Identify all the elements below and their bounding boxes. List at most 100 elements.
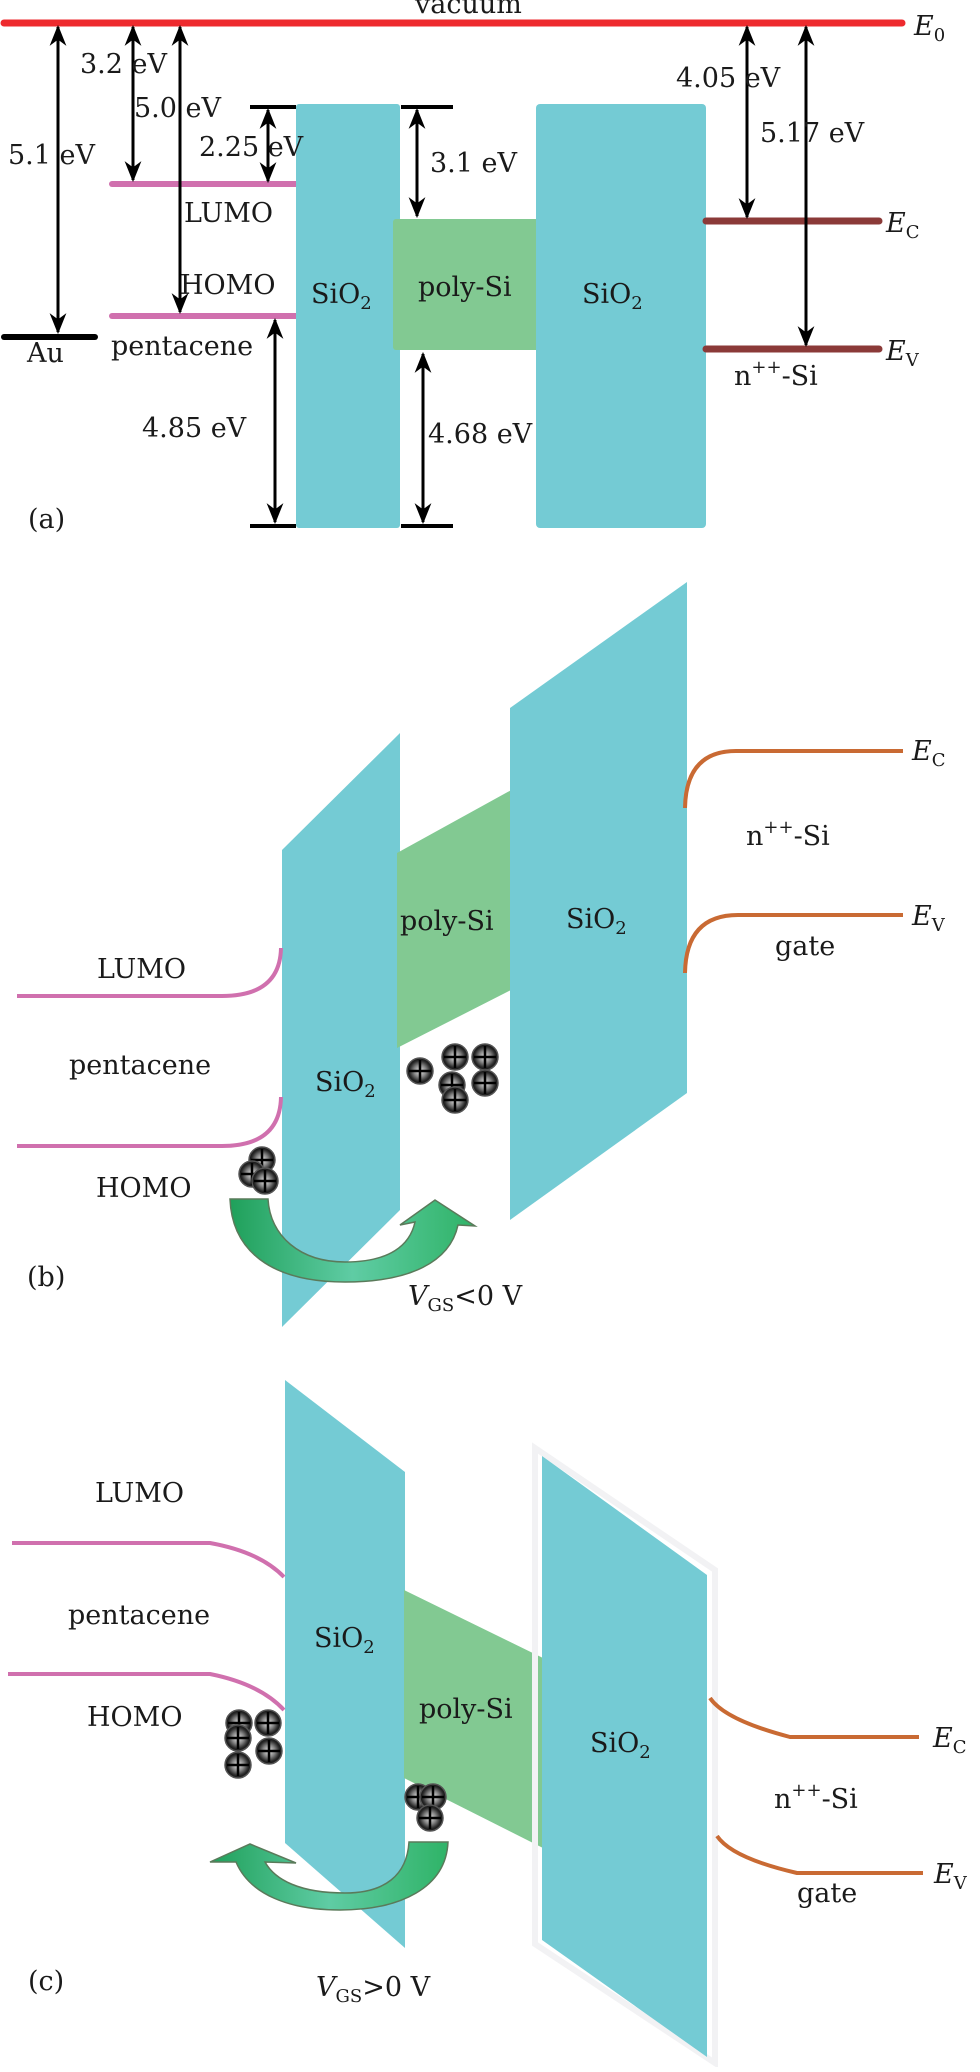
sio2-right-label-a: SiO2: [582, 279, 643, 314]
poly-si-block-b: [397, 788, 515, 1048]
sio2-left-label-c-main: SiO: [314, 1623, 363, 1654]
poly-si-label-a: poly-Si: [418, 272, 512, 303]
hole-charge-icon: [224, 1724, 252, 1752]
hole-charge-icon: [441, 1043, 469, 1071]
hole-cluster-poly-si-b: [406, 1043, 499, 1114]
sio2-right-label-a-sub: 2: [631, 293, 642, 314]
hole-charge-icon: [416, 1804, 444, 1832]
lumo-label-b: LUMO: [97, 954, 186, 985]
poly-si-block-c: [404, 1590, 543, 1848]
panel-a: vacuum E0 Au 5.1 eV LUMO HOMO pentacene …: [0, 0, 945, 535]
hole-charge-icon: [441, 1086, 469, 1114]
ec-label-c: EC: [932, 1723, 967, 1758]
sio2-left-label-a: SiO2: [311, 279, 372, 314]
n-si-label-b-sup: ++: [763, 817, 793, 838]
bias-label-b-rest: <0 V: [454, 1281, 522, 1312]
sio2-right-label-b-sub: 2: [615, 918, 626, 939]
ec-label-a-sub: C: [906, 222, 920, 243]
ec-label-b: EC: [911, 736, 946, 771]
hole-cluster-pentacene-b: [238, 1146, 279, 1195]
pentacene-homo-curve-c: [8, 1672, 286, 1712]
lumo-label-c: LUMO: [95, 1478, 184, 1509]
n-si-label-a-sup: ++: [751, 357, 781, 378]
label-poly-si-bottom: 4.68 eV: [428, 419, 533, 450]
poly-si-label-c: poly-Si: [419, 1694, 513, 1725]
ec-label-b-main: E: [911, 736, 932, 767]
bias-label-b-sub: GS: [428, 1295, 455, 1316]
sio2-left-block-a: [296, 104, 400, 528]
panel-a-tag: (a): [28, 504, 65, 535]
sio2-left-label-c-sub: 2: [363, 1637, 374, 1658]
hole-charge-icon: [251, 1167, 279, 1195]
ec-label-a: EC: [885, 208, 920, 243]
label-si-valence: 5.17 eV: [760, 118, 865, 149]
bias-label-b-main: V: [408, 1281, 430, 1312]
pentacene-homo-curve-b: [17, 1096, 283, 1148]
label-pentacene-lumo: 3.2 eV: [80, 49, 168, 80]
sio2-right-block-b: [510, 582, 687, 1220]
pentacene-label-c: pentacene: [68, 1600, 210, 1631]
n-si-label-a-main: n: [734, 361, 751, 392]
label-sio2-barrier-lumo: 2.25 eV: [199, 132, 304, 163]
n-si-label-b: n++-Si: [746, 817, 830, 852]
ec-label-c-main: E: [932, 1723, 953, 1754]
au-label: Au: [26, 338, 64, 369]
hole-charge-icon: [406, 1057, 434, 1085]
n-si-label-b-rest: -Si: [794, 821, 831, 852]
hole-charge-icon: [471, 1069, 499, 1097]
label-pentacene-homo: 5.0 eV: [134, 93, 222, 124]
label-au-workfunction: 5.1 eV: [8, 140, 96, 171]
homo-label-c: HOMO: [87, 1702, 182, 1733]
sio2-right-block-a: [536, 104, 706, 528]
ev-label-b: EV: [911, 901, 946, 936]
hole-cluster-pentacene-c: [224, 1709, 283, 1779]
e0-label: E0: [913, 11, 945, 46]
charge-transfer-arrow-b: [229, 1198, 478, 1283]
pentacene-lumo-curve-c: [12, 1541, 286, 1579]
sio2-left-label-a-sub: 2: [360, 293, 371, 314]
sio2-right-block-c: [542, 1456, 707, 2057]
hole-charge-icon: [471, 1043, 499, 1071]
n-si-label-a: n++-Si: [734, 357, 818, 392]
panel-b-tag: (b): [27, 1262, 65, 1293]
sio2-right-label-c: SiO2: [590, 1728, 651, 1763]
hole-charge-icon: [419, 1783, 447, 1811]
ev-label-a-sub: V: [905, 350, 920, 371]
pentacene-label-a: pentacene: [111, 331, 253, 362]
vacuum-label: vacuum: [414, 0, 522, 20]
sio2-right-label-c-sub: 2: [639, 1742, 650, 1763]
charge-transfer-arrow-c: [209, 1841, 449, 1911]
sio2-left-block-b: [282, 733, 400, 1327]
n-si-label-c-main: n: [774, 1784, 791, 1815]
homo-label-b: HOMO: [96, 1173, 191, 1204]
sio2-left-label-a-main: SiO: [311, 279, 360, 310]
sio2-left-label-c: SiO2: [314, 1623, 375, 1658]
label-si-electron-affinity: 4.05 eV: [676, 63, 781, 94]
hole-charge-icon: [255, 1737, 283, 1765]
sio2-right-label-b: SiO2: [566, 904, 627, 939]
hole-charge-icon: [254, 1709, 282, 1737]
gate-label-b: gate: [775, 931, 835, 962]
sio2-right-label-c-main: SiO: [590, 1728, 639, 1759]
sio2-left-block-c: [285, 1380, 405, 1948]
ec-label-a-main: E: [885, 208, 906, 239]
n-si-label-a-rest: -Si: [782, 361, 819, 392]
sio2-left-label-b: SiO2: [315, 1067, 376, 1102]
homo-label-a: HOMO: [180, 270, 275, 301]
sio2-right-label-b-main: SiO: [566, 904, 615, 935]
panel-c-tag: (c): [28, 1966, 64, 1997]
sio2-right-label-a-main: SiO: [582, 279, 631, 310]
si-conduction-band-b: [683, 749, 903, 809]
sio2-left-label-b-sub: 2: [364, 1081, 375, 1102]
si-valence-band-c: [715, 1834, 923, 1875]
ec-label-c-sub: C: [953, 1737, 967, 1758]
panel-c: SiO2 poly-Si SiO2 LUMO pentacene HOMO EC…: [8, 1380, 968, 2069]
n-si-label-c: n++-Si: [774, 1780, 858, 1815]
bias-label-c: VGS>0 V: [316, 1972, 431, 2007]
ev-label-a-main: E: [885, 336, 906, 367]
pentacene-label-b: pentacene: [69, 1050, 211, 1081]
ev-label-a: EV: [885, 336, 920, 371]
ev-label-c: EV: [933, 1859, 968, 1894]
